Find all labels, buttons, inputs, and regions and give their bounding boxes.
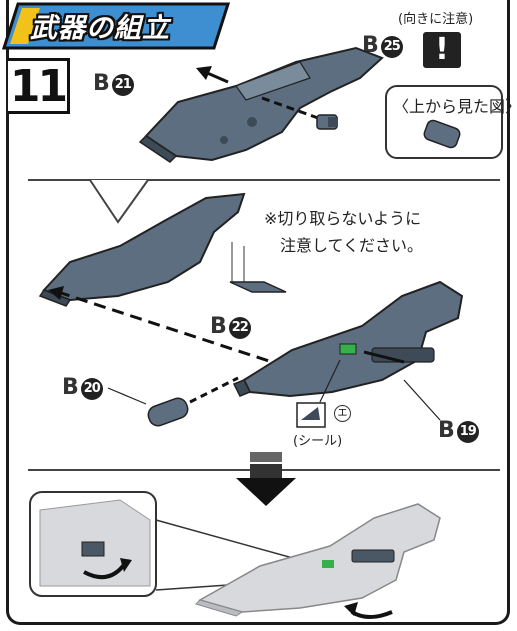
assembly-guide-line [57,290,273,364]
insert-guide-b20 [189,376,239,404]
arrow-head [48,286,64,300]
caution-note-line1: ※切り取らないように [264,209,422,228]
weapon-b21-illustration [138,46,384,163]
arrow-right [363,350,405,364]
page-frame [6,0,510,625]
weapon-upper-illustration [38,192,246,307]
step-number: 11 [8,58,70,114]
leader-b20 [107,387,147,405]
part-prefix: B [438,418,455,443]
leader-sticker [319,359,341,403]
part-prefix: B [210,314,227,339]
sticker-mark: エ [334,405,351,422]
banner-shape [1,2,231,50]
part-number-badge: 25 [380,36,403,58]
part-number-badge: 22 [228,317,251,339]
sticker-label: (シール) [293,434,343,449]
insert-guide-b25 [261,96,319,120]
part-b20-illustration [147,397,189,427]
orientation-note: (向きに注意) [398,12,474,27]
caution-note-line2: 注意してください。 [280,236,424,255]
part-number-badge: 21 [111,74,134,96]
part-b22-illustration [229,242,287,293]
detail-inset [29,491,301,597]
callout-title: 〈上から見た図〉 [393,97,517,116]
part-b25-illustration [316,114,338,130]
part-number-badge: 19 [456,421,479,443]
section-title: 武器の組立 [30,13,170,44]
part-prefix: B [93,71,110,96]
section-banner: 武器の組立 [0,0,260,50]
part-number-badge: 20 [80,378,103,400]
part-b25-topview [423,119,461,149]
part-prefix: B [62,375,79,400]
leader-b19 [403,379,441,421]
top-view-callout: 〈上から見た図〉 [385,85,517,159]
completed-weapon-illustration [195,503,441,619]
sticker-icon [296,402,326,428]
weapon-b19-illustration [232,280,464,398]
down-arrow-icon [236,452,296,506]
warning-icon: ! [423,32,461,68]
arrow-left-up [196,66,229,84]
